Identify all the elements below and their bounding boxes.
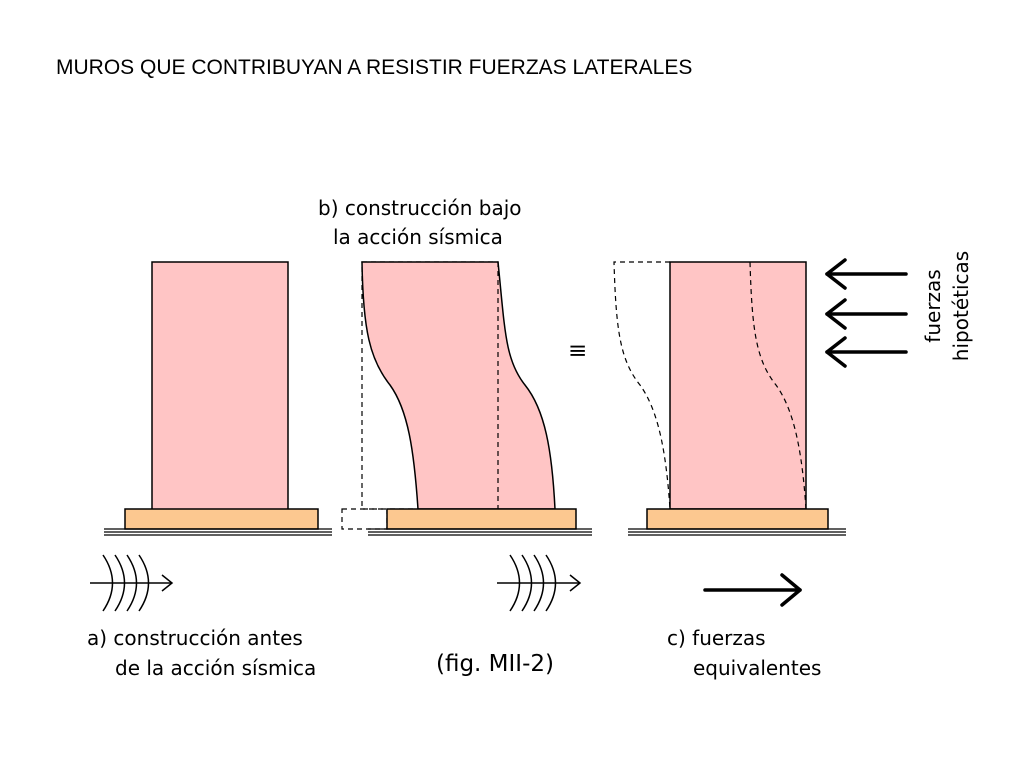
seismic-wave-icon bbox=[90, 554, 174, 612]
footing-shadow-b bbox=[341, 508, 388, 530]
footing-a bbox=[124, 508, 319, 530]
ground-lines-a bbox=[104, 528, 332, 536]
arrow-right-icon bbox=[703, 573, 802, 607]
wall-c bbox=[669, 261, 807, 510]
panel-a: a) construcción antes de la acción sísmi… bbox=[87, 261, 332, 680]
side-label-line2: hipotéticas bbox=[949, 251, 973, 361]
wall-a bbox=[151, 261, 289, 511]
equivalence-symbol: ≡ bbox=[568, 338, 587, 364]
figure-label: (fig. MII-2) bbox=[436, 651, 554, 677]
panel-c: fuerzas hipotéticas c) fuerzas equivalen… bbox=[613, 251, 973, 680]
caption-b-line2: la acción sísmica bbox=[333, 225, 503, 249]
ground-lines-c bbox=[628, 528, 846, 536]
caption-a-line2: de la acción sísmica bbox=[115, 656, 316, 680]
caption-c-line2: equivalentes bbox=[693, 656, 821, 680]
slide-title: MUROS QUE CONTRIBUYAN A RESISTIR FUERZAS… bbox=[56, 56, 693, 79]
ground-lines-b bbox=[368, 528, 592, 536]
footing-b bbox=[386, 508, 577, 530]
footing-c bbox=[646, 508, 829, 530]
seismic-wave-icon bbox=[497, 554, 582, 612]
caption-a-line1: a) construcción antes bbox=[87, 626, 303, 650]
side-label: fuerzas hipotéticas bbox=[921, 251, 973, 361]
force-arrow-icon bbox=[825, 298, 908, 330]
force-arrow-icon bbox=[825, 258, 908, 290]
panel-b: b) construcción bajo la acción sísmica bbox=[318, 196, 592, 612]
force-arrow-icon bbox=[825, 336, 908, 368]
deformed-outline-c-left bbox=[613, 261, 671, 510]
side-label-line1: fuerzas bbox=[921, 269, 945, 342]
deformed-outline-c-right bbox=[749, 261, 807, 510]
caption-c-line1: c) fuerzas bbox=[667, 626, 766, 650]
caption-b-line1: b) construcción bajo bbox=[318, 196, 522, 220]
deformed-wall-b bbox=[361, 261, 556, 510]
